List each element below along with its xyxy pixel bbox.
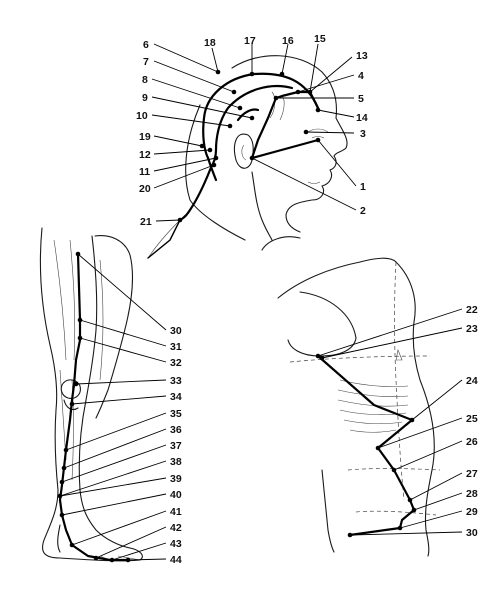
label-11: 11 [139, 166, 150, 178]
label-36: 36 [170, 424, 182, 436]
leg-points [57, 251, 131, 563]
head-labels: 1 2 3 4 5 6 7 8 9 10 11 12 13 14 15 16 1… [136, 33, 368, 228]
trunk-illustration [277, 257, 441, 557]
trunk-points [315, 353, 417, 538]
head-leaders [151, 43, 357, 222]
label-29: 29 [466, 506, 478, 518]
label-13: 13 [356, 50, 368, 62]
label-32: 32 [170, 357, 182, 369]
label-44: 44 [170, 554, 182, 566]
label-12: 12 [139, 149, 151, 161]
leg-labels: 30 31 32 33 34 35 36 37 38 39 40 41 42 4… [170, 325, 182, 566]
label-25: 25 [466, 413, 478, 425]
label-34: 34 [170, 391, 182, 403]
label-8: 8 [142, 74, 148, 86]
label-5: 5 [358, 93, 364, 105]
label-9: 9 [142, 92, 148, 104]
label-35: 35 [170, 408, 182, 420]
label-20: 20 [139, 183, 151, 195]
label-17: 17 [244, 35, 256, 47]
leg-leaders [59, 253, 167, 561]
leg-illustration [39, 227, 143, 562]
label-7: 7 [143, 56, 149, 68]
label-31: 31 [170, 341, 182, 353]
label-3: 3 [360, 128, 366, 140]
label-22: 22 [466, 304, 478, 316]
label-41: 41 [170, 506, 182, 518]
label-16: 16 [282, 35, 294, 47]
label-2: 2 [360, 205, 366, 217]
label-39: 39 [170, 473, 182, 485]
label-15: 15 [314, 33, 326, 45]
label-19: 19 [139, 131, 151, 143]
label-30-trunk: 30 [466, 527, 478, 539]
label-33: 33 [170, 375, 182, 387]
trunk-labels: 22 23 24 25 26 27 28 29 30 [466, 304, 478, 539]
trunk-meridian [316, 354, 416, 537]
label-24: 24 [466, 375, 478, 387]
label-1: 1 [360, 181, 366, 193]
trunk-leaders [317, 308, 463, 536]
label-43: 43 [170, 538, 182, 550]
label-40: 40 [170, 489, 182, 501]
label-14: 14 [356, 112, 368, 124]
label-26: 26 [466, 436, 478, 448]
label-21: 21 [140, 216, 152, 228]
label-18: 18 [204, 37, 216, 49]
label-10: 10 [136, 110, 148, 122]
leg-meridian [58, 252, 130, 562]
label-28: 28 [466, 488, 478, 500]
label-30-leg: 30 [170, 325, 182, 337]
label-38: 38 [170, 456, 182, 468]
label-42: 42 [170, 522, 182, 534]
label-23: 23 [466, 323, 478, 335]
label-37: 37 [170, 440, 182, 452]
label-27: 27 [466, 468, 478, 480]
label-6: 6 [143, 39, 149, 51]
label-4: 4 [358, 70, 364, 82]
